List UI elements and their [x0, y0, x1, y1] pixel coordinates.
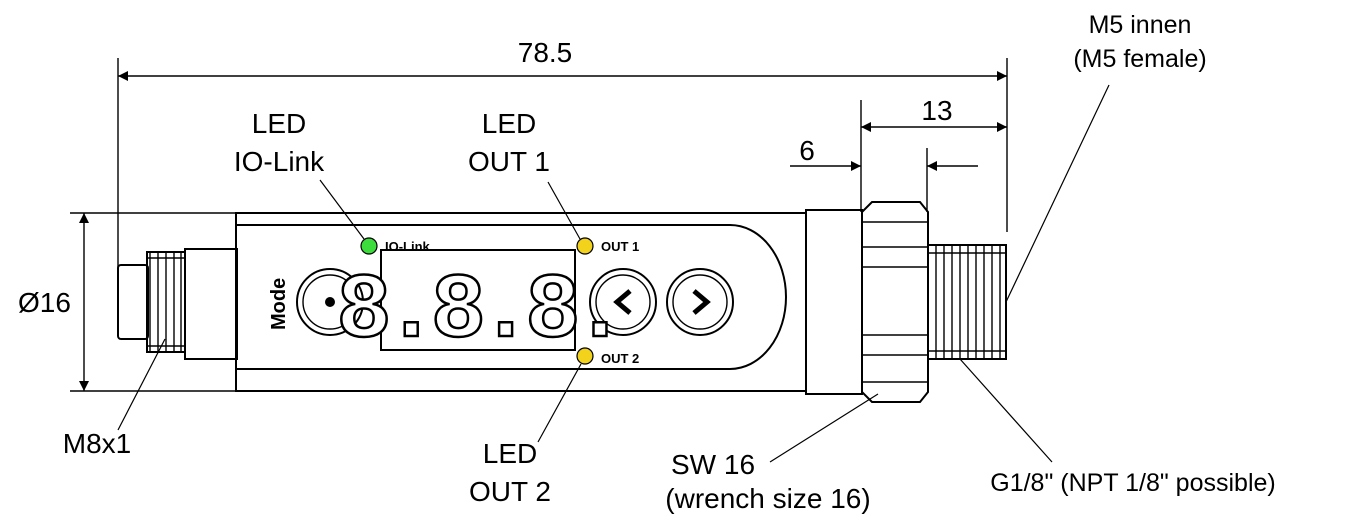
seven-segment-display: 8.8.8.: [335, 249, 629, 365]
sw-label-line2: (wrench size 16): [665, 483, 870, 514]
m5-label-line2: (M5 female): [1073, 45, 1206, 73]
diameter-value: Ø16: [18, 287, 71, 318]
led-out1-label-line2: OUT 1: [468, 146, 550, 177]
diameter-dimension: Ø16: [18, 212, 236, 392]
chevron-right-icon: [692, 289, 711, 315]
chevron-left-icon: [613, 289, 632, 315]
width-13-dimension: 13: [860, 95, 1007, 212]
width-13-value: 13: [921, 95, 952, 126]
led-out2-label-line2: OUT 2: [469, 476, 551, 507]
led-iolink: IO-Link: [360, 237, 431, 255]
m8-label: M8x1: [63, 428, 131, 459]
out1-panel-label: OUT 1: [601, 239, 639, 254]
iolink-panel-label: IO-Link: [385, 239, 431, 254]
process-connection: [805, 201, 1007, 403]
width-6-value: 6: [799, 135, 815, 166]
led-out2-dot: [576, 347, 594, 365]
mode-button[interactable]: [296, 268, 364, 336]
leader-lines: [117, 84, 1110, 463]
out2-panel-label: OUT 2: [601, 351, 639, 366]
dot-icon: [325, 297, 335, 307]
m5-label-line1: M5 innen: [1089, 11, 1192, 39]
m8-connector: [117, 248, 238, 360]
led-out2-label-line1: LED: [483, 438, 537, 469]
led-out1-dot: [576, 237, 594, 255]
led-iolink-dot: [360, 237, 378, 255]
led-out1-label-line1: LED: [482, 108, 536, 139]
overall-length-dimension: 78.5: [117, 37, 1008, 268]
g18-label: G1/8" (NPT 1/8" possible): [990, 469, 1275, 497]
width-6-dimension: 6: [790, 135, 978, 212]
right-button[interactable]: [666, 268, 734, 336]
led-iolink-label-line2: IO-Link: [234, 146, 325, 177]
overall-length-value: 78.5: [518, 37, 573, 68]
mode-label: Mode: [268, 278, 290, 330]
left-button[interactable]: [589, 268, 657, 336]
display-value: 8.8.8.: [336, 259, 619, 364]
led-iolink-label-line1: LED: [252, 108, 306, 139]
led-out2: OUT 2: [576, 347, 639, 366]
sw-label-line1: SW 16: [671, 449, 755, 480]
led-out1: OUT 1: [576, 237, 639, 255]
